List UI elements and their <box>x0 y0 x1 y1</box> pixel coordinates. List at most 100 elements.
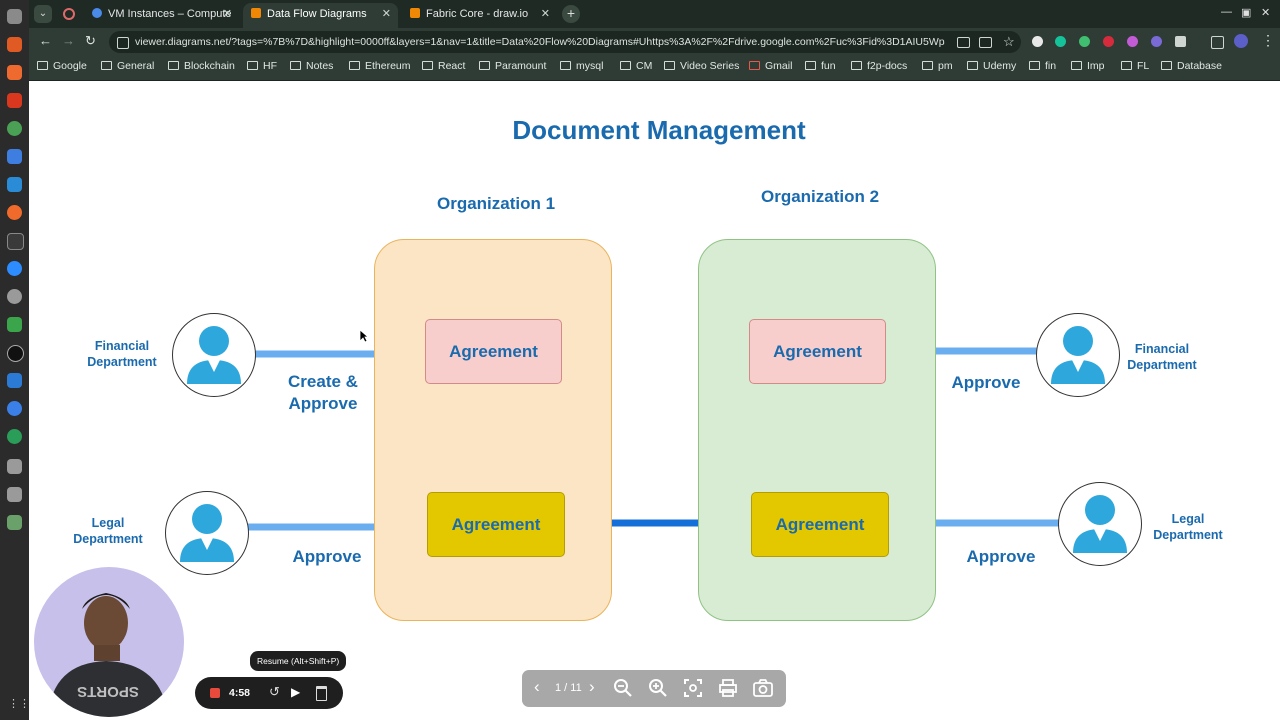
bookmark-pm[interactable]: pm <box>922 60 953 72</box>
mouse-pointer-icon <box>359 329 369 343</box>
close-icon[interactable]: ✕ <box>540 8 550 20</box>
bookmark-fin[interactable]: fin <box>1029 60 1056 72</box>
organization-2-container[interactable] <box>698 239 936 621</box>
folder-icon <box>967 61 978 70</box>
help-icon[interactable] <box>7 401 22 416</box>
tab-vm-instances[interactable]: VM Instances – Compute ✕ <box>84 3 239 28</box>
bookmark-cm[interactable]: CM <box>620 60 652 72</box>
cast-icon[interactable] <box>957 37 970 48</box>
bookmark-mysql[interactable]: mysql <box>560 60 603 72</box>
folder-icon <box>479 61 490 70</box>
new-tab-icon[interactable]: + <box>562 5 580 23</box>
tab-bar: ⌄ VM Instances – Compute ✕ Data Flow Dia… <box>29 0 1280 28</box>
tab-data-flow-diagrams[interactable]: Data Flow Diagrams ✕ <box>243 3 398 28</box>
brave-icon[interactable] <box>7 93 22 108</box>
fit-to-screen-icon[interactable] <box>683 678 703 698</box>
bookmark-fun[interactable]: fun <box>805 60 836 72</box>
side-panel-icon[interactable] <box>1211 36 1224 49</box>
extension-icon[interactable] <box>1127 36 1138 47</box>
play-icon[interactable]: ▶ <box>291 685 301 699</box>
org1-agreement-bottom[interactable]: Agreement <box>427 492 565 557</box>
webcam-overlay[interactable]: SPORTS <box>34 567 184 717</box>
forward-icon[interactable]: → <box>62 33 75 48</box>
bookmark-google[interactable]: Google <box>37 60 87 72</box>
app-icon[interactable] <box>7 373 22 388</box>
profile-avatar[interactable] <box>1234 34 1248 48</box>
app-icon[interactable] <box>7 487 22 502</box>
install-app-icon[interactable] <box>979 37 992 48</box>
bookmark-database[interactable]: Database <box>1161 60 1222 72</box>
zoom-icon[interactable] <box>7 261 22 276</box>
org2-agreement-top[interactable]: Agreement <box>749 319 886 384</box>
chrome-icon[interactable] <box>7 121 22 136</box>
bookmark-imp[interactable]: Imp <box>1071 60 1105 72</box>
folder-icon <box>168 61 179 70</box>
menu-icon[interactable]: ⋮ <box>1261 32 1275 48</box>
stop-icon[interactable] <box>210 688 220 698</box>
folder-icon <box>37 61 48 70</box>
back-icon[interactable]: ← <box>39 33 52 48</box>
print-icon[interactable] <box>718 678 738 698</box>
tab-search-icon[interactable]: ⌄ <box>34 5 52 23</box>
left-legal-person-icon[interactable] <box>165 491 249 575</box>
extension-icon[interactable] <box>1032 36 1043 47</box>
svg-text:SPORTS: SPORTS <box>77 683 139 700</box>
url-text[interactable]: viewer.diagrams.net/?tags=%7B%7D&highlig… <box>135 36 945 48</box>
app-icon[interactable] <box>7 345 24 362</box>
right-financial-person-icon[interactable] <box>1036 313 1120 397</box>
bookmark-udemy[interactable]: Udemy <box>967 60 1016 72</box>
close-window-icon[interactable]: ✕ <box>1261 7 1271 19</box>
extension-icon[interactable] <box>1079 36 1090 47</box>
next-page-icon[interactable]: › <box>589 677 595 696</box>
zoom-in-icon[interactable] <box>648 678 668 698</box>
app-icon[interactable] <box>7 317 22 332</box>
app-icon[interactable] <box>7 205 22 220</box>
bookmark-blockchain[interactable]: Blockchain <box>168 60 235 72</box>
bookmark-gmail[interactable]: Gmail <box>749 60 792 72</box>
app-icon[interactable] <box>7 459 22 474</box>
terminal-icon[interactable] <box>7 233 24 250</box>
bookmark-paramount[interactable]: Paramount <box>479 60 546 72</box>
edge-icon[interactable] <box>7 429 22 444</box>
app-icon[interactable] <box>7 65 22 80</box>
app-icon[interactable] <box>7 289 22 304</box>
reload-icon[interactable]: ↻ <box>85 33 96 48</box>
site-info-icon[interactable] <box>117 37 129 49</box>
extensions-puzzle-icon[interactable] <box>1175 36 1186 47</box>
delete-icon[interactable] <box>316 686 327 701</box>
zoom-out-icon[interactable] <box>613 678 633 698</box>
diagram-arrows <box>233 342 1059 536</box>
org2-agreement-bottom[interactable]: Agreement <box>751 492 889 557</box>
bookmark-fl[interactable]: FL <box>1121 60 1149 72</box>
bookmark-general[interactable]: General <box>101 60 154 72</box>
close-icon[interactable]: ✕ <box>381 8 391 20</box>
left-financial-person-icon[interactable] <box>172 313 256 397</box>
app-icon[interactable] <box>7 149 22 164</box>
minimize-icon[interactable]: — <box>1221 6 1232 18</box>
close-icon[interactable]: ✕ <box>222 8 232 20</box>
previous-page-icon[interactable]: ‹ <box>534 677 540 696</box>
folder-icon <box>349 61 360 70</box>
bookmark-video-series[interactable]: Video Series <box>664 60 739 72</box>
address-bar[interactable]: viewer.diagrams.net/?tags=%7B%7D&highlig… <box>109 31 1021 53</box>
bookmark-react[interactable]: React <box>422 60 465 72</box>
app-icon[interactable] <box>7 37 22 52</box>
vscode-icon[interactable] <box>7 177 22 192</box>
bookmark-notes[interactable]: Notes <box>290 60 333 72</box>
org1-agreement-top[interactable]: Agreement <box>425 319 562 384</box>
screenshot-camera-icon[interactable] <box>752 678 774 698</box>
restart-icon[interactable]: ↺ <box>269 684 280 699</box>
maximize-icon[interactable]: ▣ <box>1241 7 1252 19</box>
files-icon[interactable] <box>7 9 22 24</box>
extension-icon[interactable] <box>1151 36 1162 47</box>
trash-icon[interactable] <box>7 515 22 530</box>
bookmark-f2p-docs[interactable]: f2p-docs <box>851 60 907 72</box>
organization-1-container[interactable] <box>374 239 612 621</box>
right-legal-person-icon[interactable] <box>1058 482 1142 566</box>
grammarly-icon[interactable] <box>1055 36 1066 47</box>
bookmark-ethereum[interactable]: Ethereum <box>349 60 411 72</box>
bookmark-hf[interactable]: HF <box>247 60 277 72</box>
bookmark-star-icon[interactable]: ☆ <box>1003 34 1015 49</box>
tab-fabric-core[interactable]: Fabric Core - draw.io ✕ <box>402 3 557 28</box>
extension-icon[interactable] <box>1103 36 1114 47</box>
